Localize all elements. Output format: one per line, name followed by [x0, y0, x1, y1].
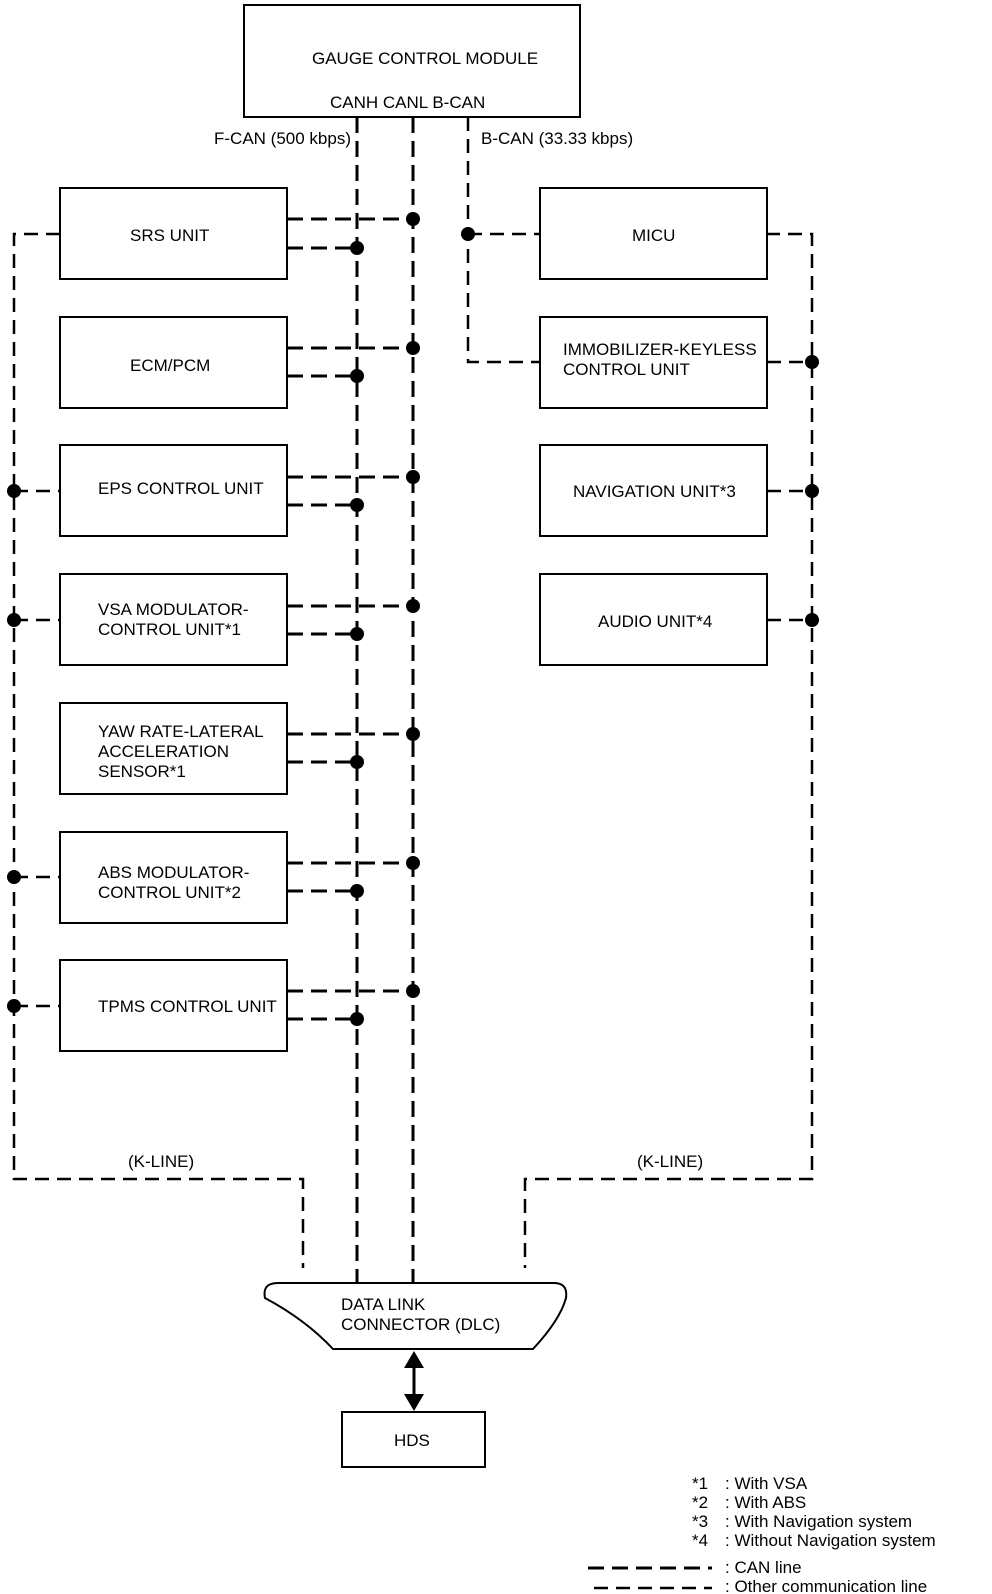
unit-vsa: VSA MODULATOR- CONTROL UNIT*1	[7, 573, 420, 666]
hds-label: HDS	[394, 1431, 430, 1450]
note-text-4: : Without Navigation system	[725, 1531, 936, 1550]
note-key-4: *4	[692, 1531, 708, 1550]
unit-vsa-label-2: CONTROL UNIT*1	[98, 620, 241, 639]
k-line-left	[12, 232, 305, 1268]
left-units: SRS UNIT ECM/PCM EPS CONTROL UNIT	[7, 187, 420, 1052]
unit-yaw-label-2: ACCELERATION	[98, 742, 229, 761]
unit-micu: MICU	[461, 187, 768, 280]
gauge-pins: CANH CANL B-CAN	[330, 93, 485, 112]
dlc-label-1: DATA LINK	[341, 1295, 426, 1314]
footnotes: *1 : With VSA *2 : With ABS *3 : With Na…	[692, 1474, 936, 1550]
unit-immobilizer: IMMOBILIZER-KEYLESS CONTROL UNIT	[539, 316, 819, 409]
unit-abs-label-1: ABS MODULATOR-	[98, 863, 249, 882]
unit-yaw-label-3: SENSOR*1	[98, 762, 186, 781]
note-text-1: : With VSA	[725, 1474, 808, 1493]
unit-immobilizer-label-2: CONTROL UNIT	[563, 360, 690, 379]
unit-audio: AUDIO UNIT*4	[539, 573, 819, 666]
unit-tpms-label: TPMS CONTROL UNIT	[98, 997, 277, 1016]
legend-can-line-text: : CAN line	[725, 1558, 802, 1577]
unit-ecm-pcm-label: ECM/PCM	[130, 356, 210, 375]
unit-yaw-label-1: YAW RATE-LATERAL	[98, 722, 264, 741]
k-line-left-label: (K-LINE)	[128, 1152, 194, 1171]
note-text-3: : With Navigation system	[725, 1512, 912, 1531]
unit-navigation: NAVIGATION UNIT*3	[539, 444, 819, 537]
unit-tpms: TPMS CONTROL UNIT	[7, 959, 420, 1052]
unit-vsa-label-1: VSA MODULATOR-	[98, 600, 249, 619]
dlc-hds-arrow	[404, 1351, 424, 1411]
unit-audio-label: AUDIO UNIT*4	[598, 612, 712, 631]
legend-other-line-text: : Other communication line	[725, 1577, 927, 1594]
unit-eps-label: EPS CONTROL UNIT	[98, 479, 264, 498]
unit-immobilizer-label-1: IMMOBILIZER-KEYLESS	[563, 340, 757, 359]
unit-abs: ABS MODULATOR- CONTROL UNIT*2	[7, 831, 420, 924]
note-key-3: *3	[692, 1512, 708, 1531]
note-key-1: *1	[692, 1474, 708, 1493]
dlc-label-2: CONNECTOR (DLC)	[341, 1315, 500, 1334]
unit-eps: EPS CONTROL UNIT	[7, 444, 420, 537]
unit-abs-label-2: CONTROL UNIT*2	[98, 883, 241, 902]
b-can-label: B-CAN (33.33 kbps)	[481, 129, 633, 148]
hds-box: HDS	[341, 1411, 486, 1468]
gauge-title: GAUGE CONTROL MODULE	[312, 49, 538, 68]
f-can-label: F-CAN (500 kbps)	[214, 129, 351, 148]
gauge-control-module: GAUGE CONTROL MODULE CANH CANL B-CAN	[243, 4, 581, 118]
note-text-2: : With ABS	[725, 1493, 806, 1512]
b-can-trunk	[466, 117, 540, 364]
k-line-right	[523, 232, 814, 1268]
note-key-2: *2	[692, 1493, 708, 1512]
unit-ecm-pcm: ECM/PCM	[59, 316, 420, 409]
bus-trunks	[12, 117, 814, 1283]
right-units: MICU IMMOBILIZER-KEYLESS CONTROL UNIT NA…	[461, 187, 819, 666]
data-link-connector: DATA LINK CONNECTOR (DLC)	[263, 1282, 568, 1350]
unit-srs: SRS UNIT	[59, 187, 420, 280]
legend: : CAN line : Other communication line	[588, 1558, 927, 1594]
unit-navigation-label: NAVIGATION UNIT*3	[573, 482, 736, 501]
unit-srs-label: SRS UNIT	[130, 226, 209, 245]
k-line-right-label: (K-LINE)	[637, 1152, 703, 1171]
unit-yaw-rate: YAW RATE-LATERAL ACCELERATION SENSOR*1	[59, 702, 420, 795]
unit-micu-label: MICU	[632, 226, 675, 245]
